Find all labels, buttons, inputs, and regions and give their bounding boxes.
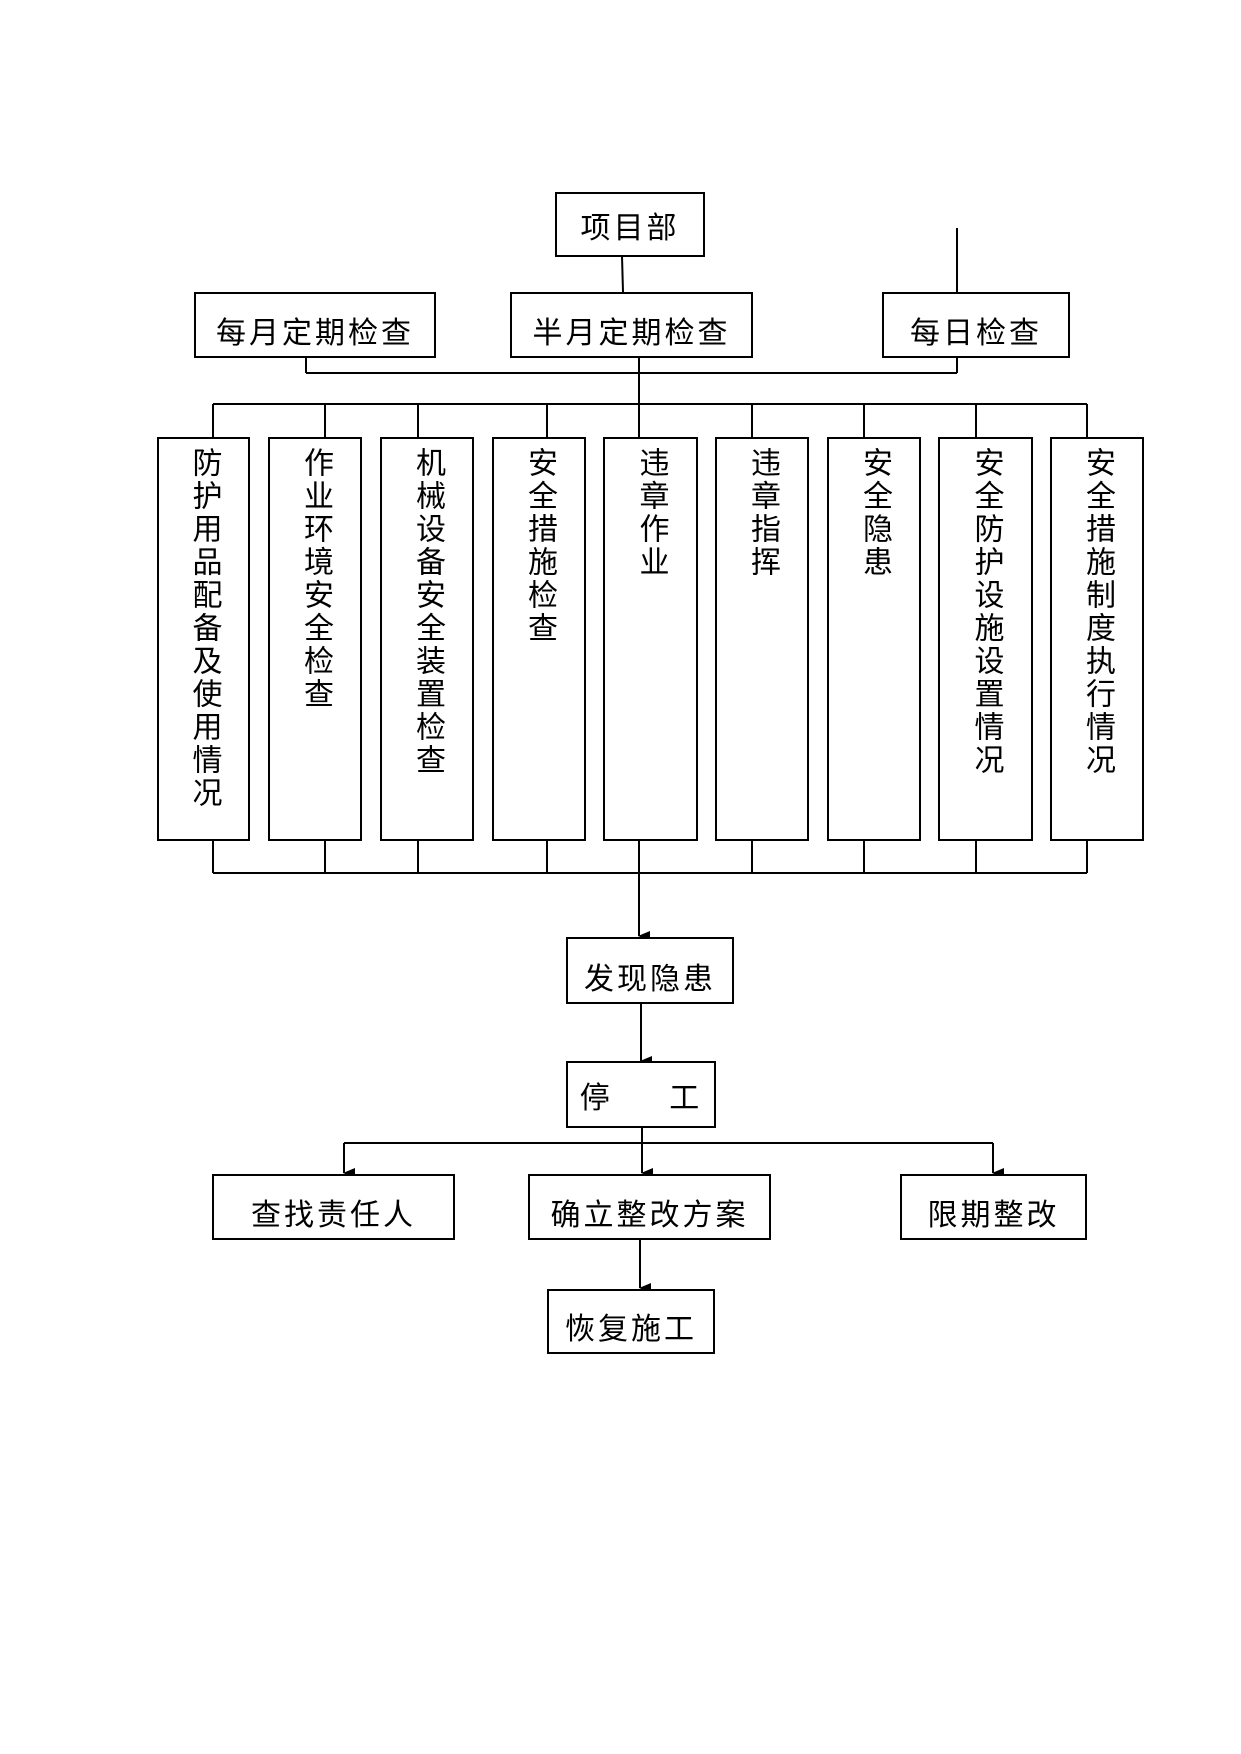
check-item-box: 机械设备安全装置检查: [380, 437, 474, 841]
resume-work-label: 恢复施工: [565, 1312, 697, 1347]
find-hazard-box: 发现隐患: [566, 937, 734, 1004]
resume-work-box: 恢复施工: [547, 1289, 715, 1354]
find-hazard-label: 发现隐患: [584, 962, 716, 997]
check-item-label: 安全隐患: [857, 447, 892, 579]
check-item-label: 作业环境安全检查: [298, 447, 333, 711]
check-item-label: 安全措施制度执行情况: [1080, 447, 1115, 777]
daily-inspection-box: 每日检查: [882, 292, 1070, 358]
check-item-label: 安全措施检查: [522, 447, 557, 645]
check-item-box: 违章指挥: [715, 437, 809, 841]
half-monthly-inspection-label: 半月定期检查: [532, 316, 731, 351]
check-item-box: 安全措施检查: [492, 437, 586, 841]
find-responsible-box: 查找责任人: [212, 1174, 455, 1240]
check-item-box: 安全防护设施设置情况: [938, 437, 1033, 841]
half-monthly-inspection-box: 半月定期检查: [510, 292, 753, 358]
check-item-box: 防护用品配备及使用情况: [157, 437, 250, 841]
check-item-label: 违章作业: [633, 447, 669, 579]
monthly-inspection-label: 每月定期检查: [216, 316, 414, 351]
deadline-rectify-label: 限期整改: [927, 1198, 1060, 1233]
check-item-label: 防护用品配备及使用情况: [186, 447, 222, 810]
check-item-label: 违章指挥: [745, 447, 780, 579]
check-item-label: 机械设备安全装置检查: [410, 447, 445, 777]
check-item-box: 违章作业: [603, 437, 698, 841]
daily-inspection-label: 每日检查: [910, 316, 1042, 351]
rectification-plan-label: 确立整改方案: [550, 1198, 749, 1233]
find-responsible-label: 查找责任人: [251, 1198, 416, 1233]
deadline-rectify-box: 限期整改: [900, 1174, 1087, 1240]
check-item-label: 安全防护设施设置情况: [968, 447, 1004, 777]
check-item-box: 作业环境安全检查: [268, 437, 362, 841]
project-dept-label: 项目部: [580, 210, 680, 246]
check-item-box: 安全隐患: [827, 437, 921, 841]
stop-work-box: 停 工: [566, 1061, 716, 1128]
stop-work-label: 停 工: [579, 1080, 703, 1116]
check-item-box: 安全措施制度执行情况: [1050, 437, 1144, 841]
monthly-inspection-box: 每月定期检查: [194, 292, 436, 358]
project-dept-box: 项目部: [555, 192, 705, 257]
rectification-plan-box: 确立整改方案: [528, 1174, 771, 1240]
